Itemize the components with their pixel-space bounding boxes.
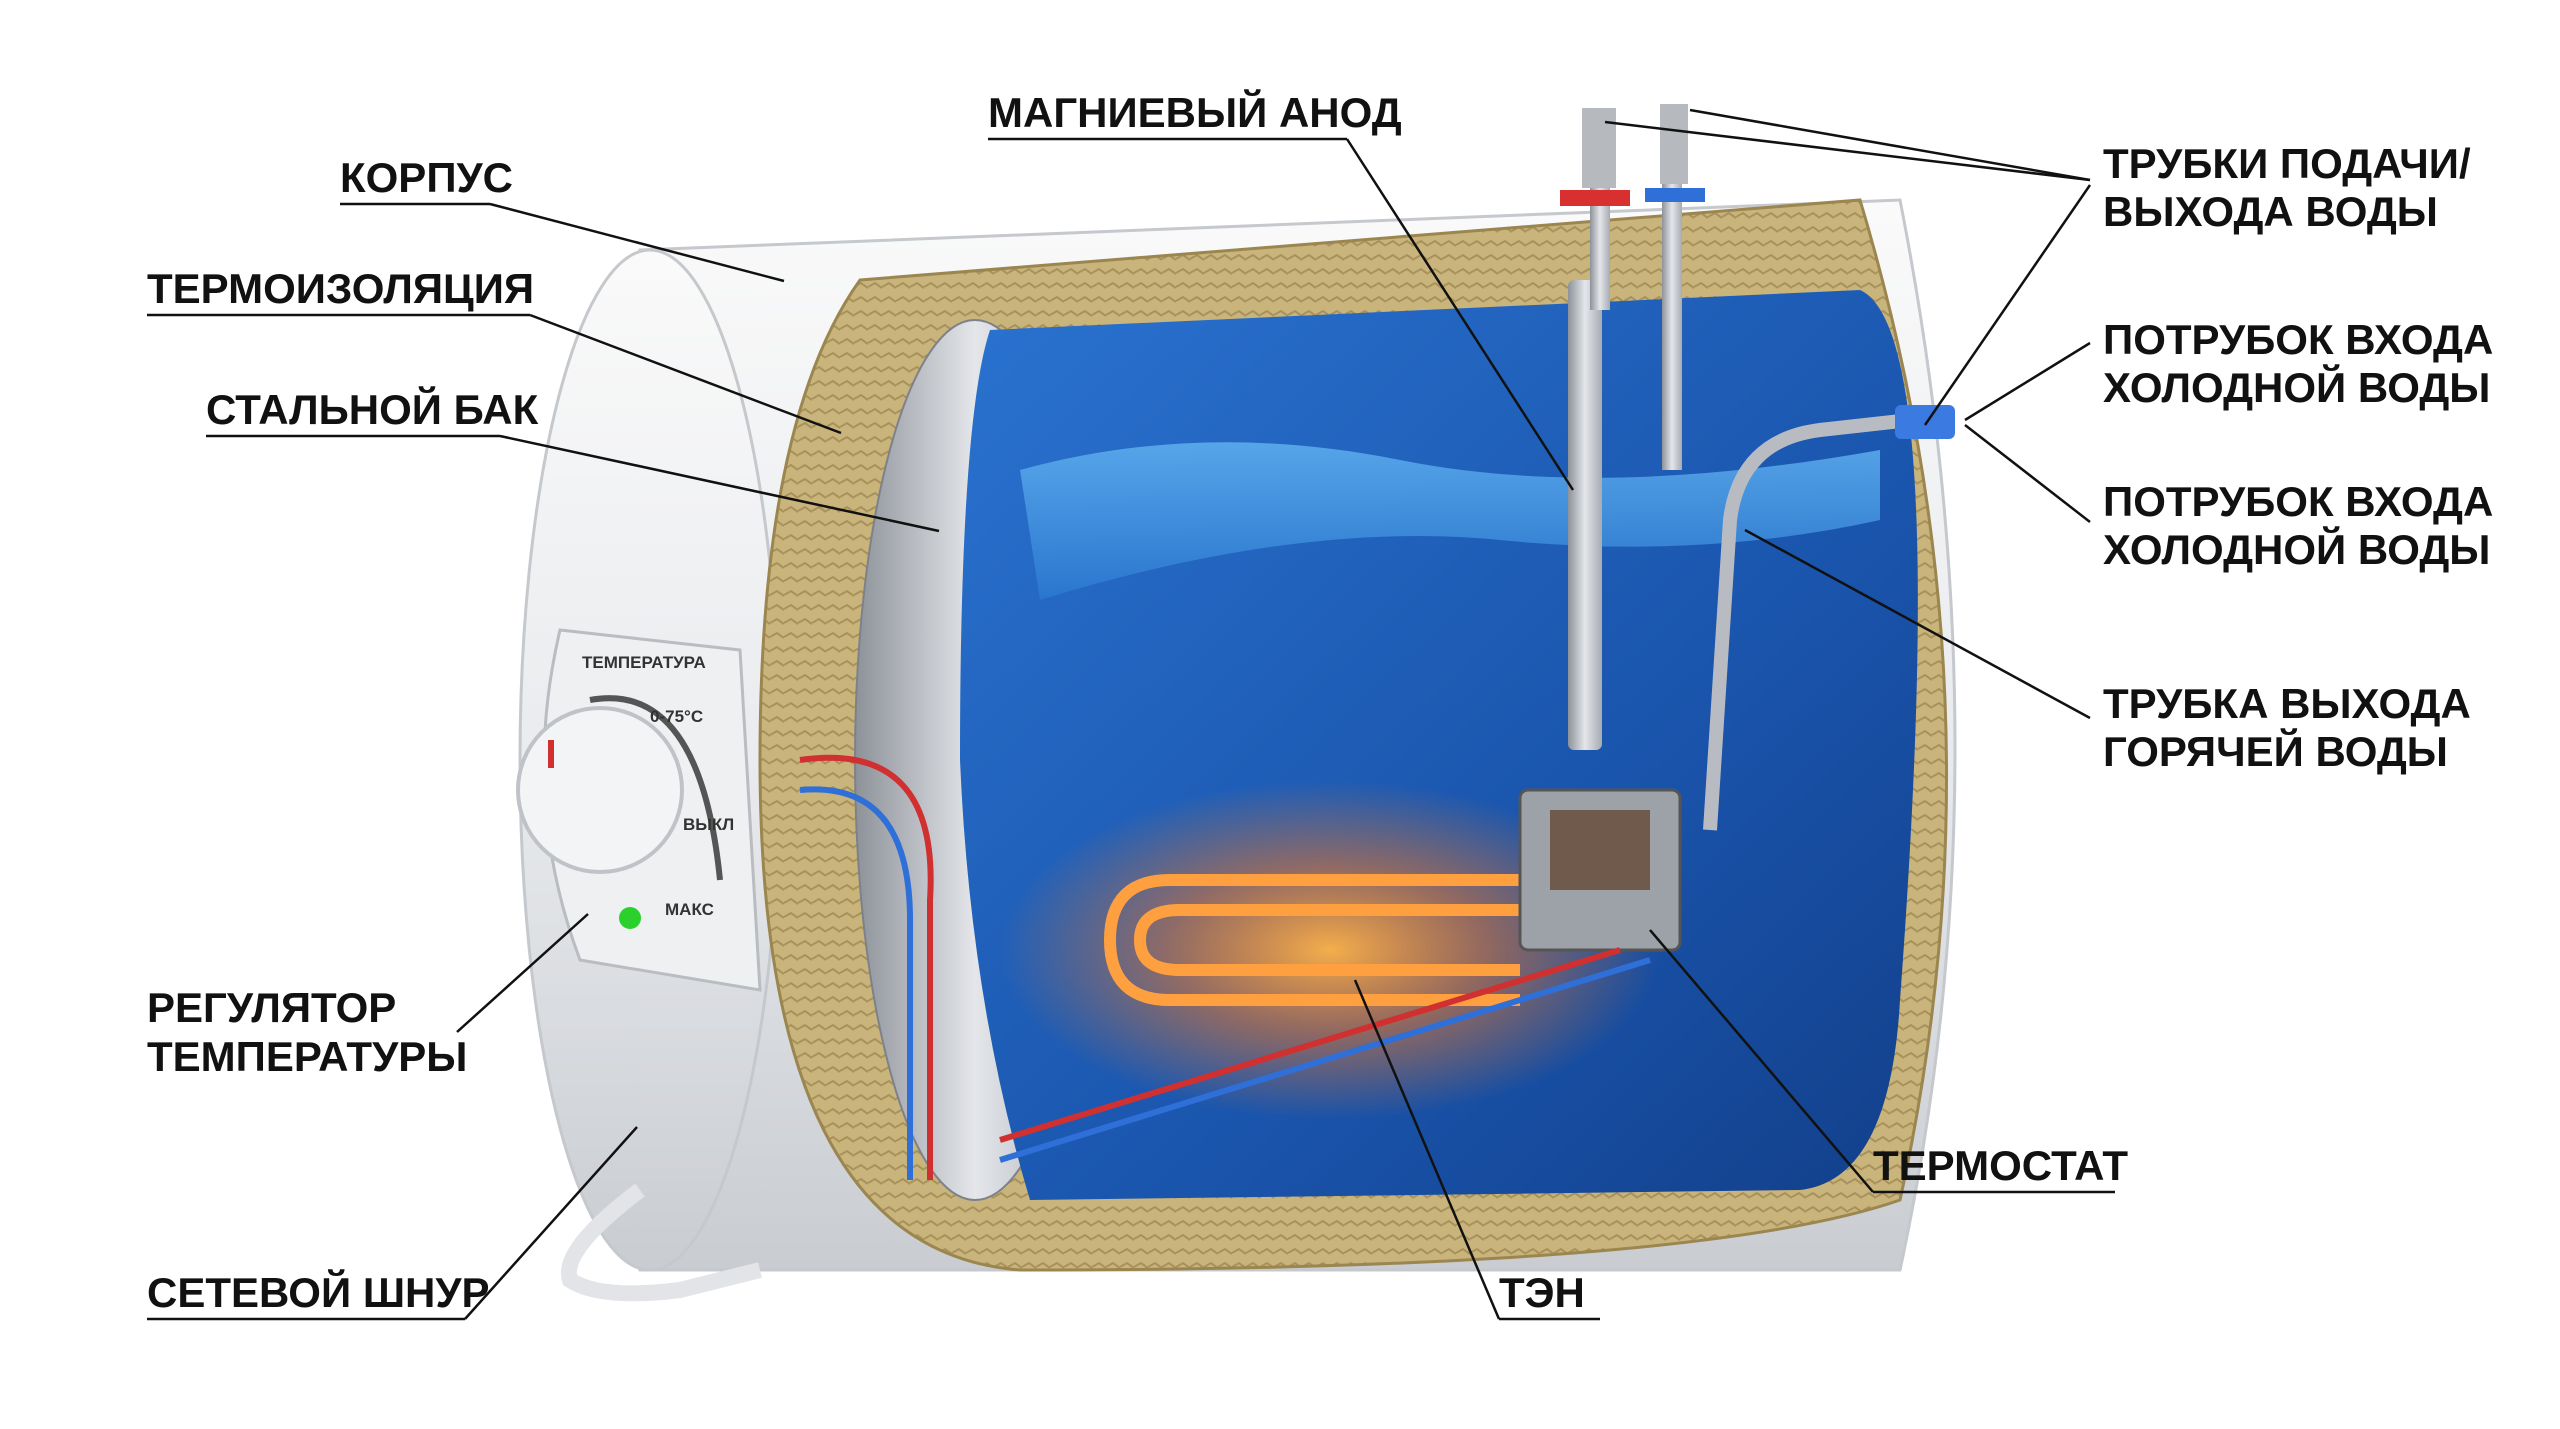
label-cold-inlet-1b: ХОЛОДНОЙ ВОДЫ bbox=[2103, 363, 2490, 411]
cold-pipe-cap bbox=[1645, 188, 1705, 202]
dial-arc bbox=[589, 695, 723, 881]
hot-outlet-tube bbox=[1703, 413, 1911, 831]
label-supply-pipes-1: ТРУБКИ ПОДАЧИ/ bbox=[2103, 140, 2471, 187]
knob-indicator bbox=[548, 740, 554, 768]
label-cold-inlet-2a: ПОТРУБОК ВХОДА bbox=[2103, 478, 2493, 525]
hot-pipe-cap bbox=[1560, 190, 1630, 206]
label-thermostat: ТЕРМОСТАТ bbox=[1873, 1142, 2128, 1189]
temperature-regulator[interactable]: ТЕМПЕРАТУРА 0-75°C ВЫКЛ МАКС bbox=[516, 628, 762, 992]
label-hot-outlet-1: ТРУБКА ВЫХОДА bbox=[2103, 680, 2471, 727]
heater-glow bbox=[1000, 780, 1660, 1120]
label-heating-element: ТЭН bbox=[1499, 1269, 1585, 1316]
magnesium-anode bbox=[1568, 280, 1602, 750]
dial-title: ТЕМПЕРАТУРА bbox=[582, 653, 706, 672]
label-supply-pipes-2: ВЫХОДА ВОДЫ bbox=[2103, 188, 2438, 235]
label-steel-tank: СТАЛЬНОЙ БАК bbox=[206, 385, 539, 433]
power-cord bbox=[560, 1183, 762, 1302]
blue-wire bbox=[799, 786, 1651, 1180]
water-surface bbox=[1020, 442, 1880, 600]
cold-pipe-thread bbox=[1660, 104, 1688, 184]
temperature-knob[interactable] bbox=[516, 706, 684, 874]
label-temp-regulator-2: ТЕМПЕРАТУРЫ bbox=[147, 1033, 467, 1080]
label-body: КОРПУС bbox=[340, 154, 513, 201]
hot-pipe-thread bbox=[1582, 108, 1616, 188]
thermostat-block bbox=[1550, 810, 1650, 890]
power-led bbox=[619, 907, 641, 929]
heating-element bbox=[1103, 874, 1520, 1006]
dial-off: ВЫКЛ bbox=[683, 815, 734, 834]
red-wire bbox=[799, 754, 1621, 1180]
label-magnesium-anode: МАГНИЕВЫЙ АНОД bbox=[988, 88, 1402, 136]
label-hot-outlet-2: ГОРЯЧЕЙ ВОДЫ bbox=[2103, 727, 2448, 775]
dial-max: МАКС bbox=[665, 900, 714, 919]
dial-range: 0-75°C bbox=[650, 707, 703, 726]
label-cold-inlet-2b: ХОЛОДНОЙ ВОДЫ bbox=[2103, 525, 2490, 573]
label-insulation: ТЕРМОИЗОЛЯЦИЯ bbox=[147, 265, 534, 312]
label-temp-regulator-1: РЕГУЛЯТОР bbox=[147, 984, 396, 1031]
leader-lines bbox=[147, 108, 2115, 1321]
label-cold-inlet-1a: ПОТРУБОК ВХОДА bbox=[2103, 316, 2493, 363]
label-power-cord: СЕТЕВОЙ ШНУР bbox=[147, 1268, 490, 1316]
side-fitting bbox=[1895, 405, 1955, 439]
